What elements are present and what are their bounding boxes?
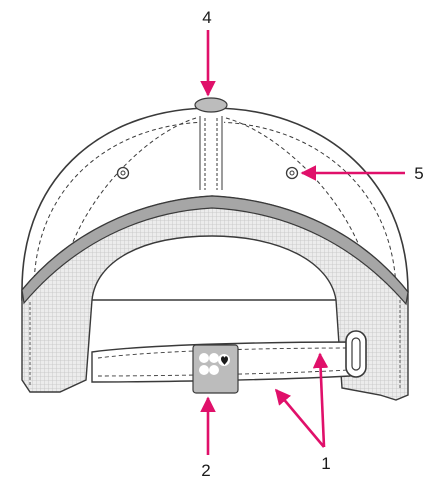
callout-label-5: 5 [414, 164, 423, 183]
callout-label-4: 4 [202, 8, 211, 27]
callout-label-2: 2 [201, 461, 210, 480]
sweat-band [21, 195, 409, 306]
eyelet-left [116, 166, 130, 180]
arrow-1-b [312, 352, 329, 448]
arrow-1-a [274, 388, 325, 448]
callout-label-1: 1 [321, 454, 330, 473]
top-button [194, 97, 228, 113]
brand-tag [192, 344, 239, 394]
center-seam [198, 112, 224, 192]
crown-stitch-outer [33, 121, 397, 289]
eyelet-right [285, 166, 299, 180]
